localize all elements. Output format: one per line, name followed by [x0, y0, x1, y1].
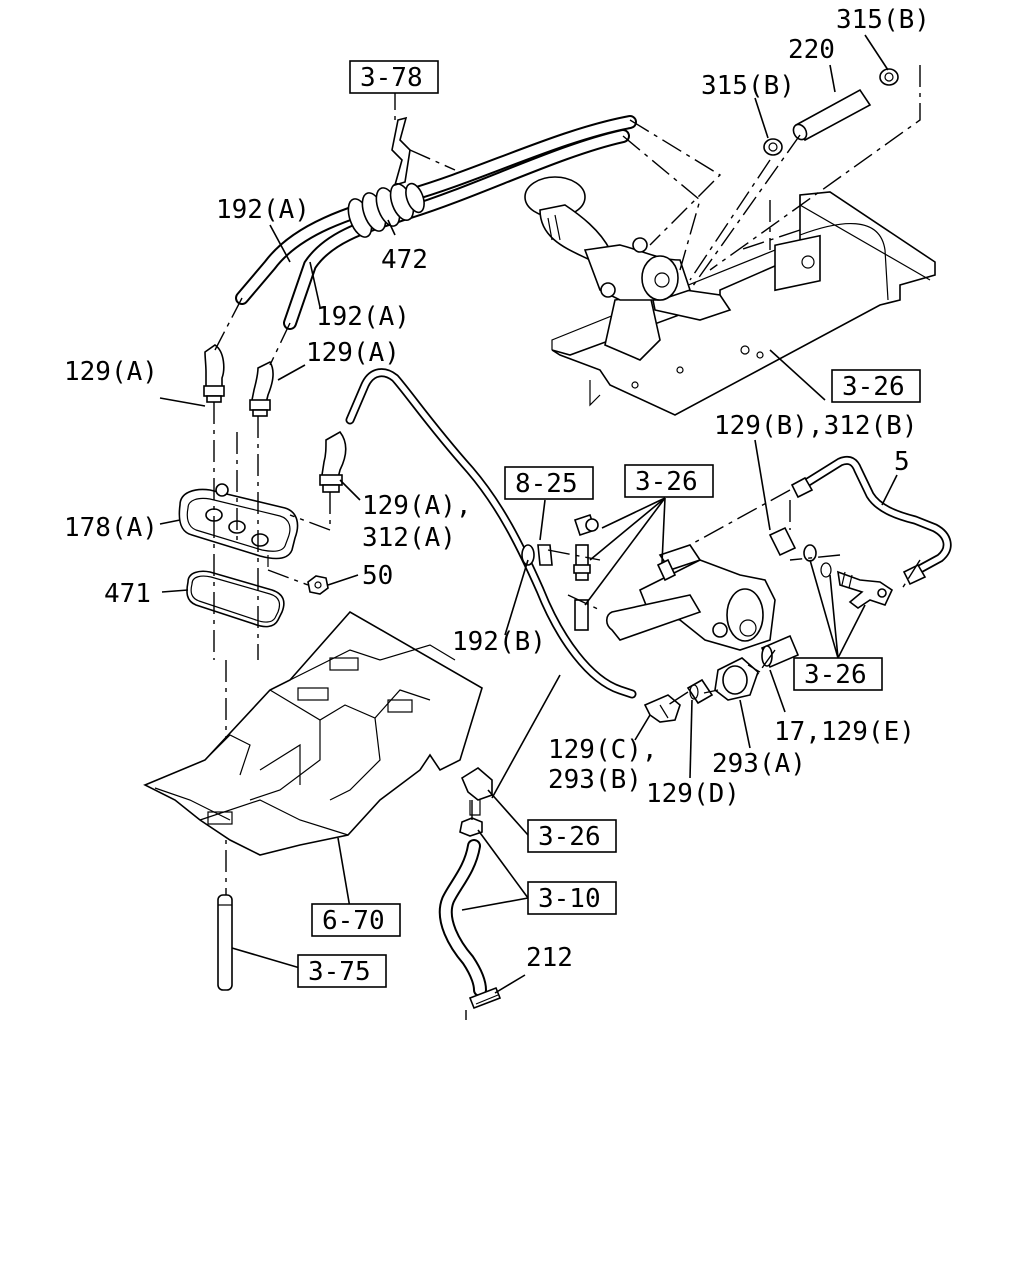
label-129a-312a-line2: 312(A): [362, 523, 456, 553]
label-212: 212: [526, 943, 573, 973]
elbow-129a-312a: [319, 430, 347, 493]
label-129c-293b-line1: 129(C),: [548, 735, 658, 765]
ref-box-3-78: 3-78: [349, 60, 439, 94]
label-17-129e: 17,129(E): [774, 717, 915, 747]
label-192b: 192(B): [452, 627, 546, 657]
fitting-129b-312b: [768, 526, 832, 578]
label-178a: 178(A): [64, 513, 158, 543]
svg-text:3-10: 3-10: [538, 884, 601, 914]
switch-293a: [714, 657, 761, 701]
svg-text:3-75: 3-75: [308, 957, 371, 987]
hose-clamp-315b-left: [763, 138, 783, 156]
ref-box-3-26-mid: 3-26: [624, 464, 714, 498]
svg-text:3-26: 3-26: [842, 372, 905, 402]
callout-labels: 315(B) 220 315(B) 192(A) 472 192(A) 129(…: [64, 5, 930, 973]
fitting-129d: [686, 678, 714, 705]
label-293a: 293(A): [712, 749, 806, 779]
svg-text:6-70: 6-70: [322, 906, 385, 936]
nut-50: [307, 575, 329, 595]
shift-bracket-plate: [551, 191, 936, 416]
ref-box-6-70: 6-70: [311, 903, 401, 937]
elbow-129a-right: [249, 360, 274, 417]
fittings-3-26-mid: [521, 513, 599, 631]
ref-box-3-10: 3-10: [527, 881, 617, 915]
hose-3-10: [438, 839, 487, 997]
shift-rod-3-75: [217, 894, 233, 991]
selector-housing: [605, 544, 776, 651]
label-129a-left: 129(A): [64, 357, 158, 387]
svg-text:3-26: 3-26: [635, 467, 698, 497]
fitting-17-129e: [760, 634, 800, 669]
label-192a-upper: 192(A): [216, 195, 310, 225]
label-129a-right: 129(A): [306, 338, 400, 368]
cut-line-symbol: [391, 116, 411, 187]
gasket-471: [186, 570, 285, 628]
pipe-192b: [345, 368, 637, 699]
elbow-3-26-low: [459, 767, 493, 837]
label-129c-293b-line2: 293(B): [548, 765, 642, 795]
shift-lever-assembly: [524, 176, 732, 361]
label-315b-left: 315(B): [701, 71, 795, 101]
assembly-lines-low: [465, 800, 473, 1020]
ref-box-3-75: 3-75: [297, 954, 387, 988]
ref-box-3-26-top: 3-26: [831, 369, 921, 403]
plate-178a: [178, 483, 299, 567]
label-50: 50: [362, 561, 393, 591]
assembly-lines-left: [213, 65, 921, 905]
leader-lines: [159, 34, 898, 994]
svg-text:3-26: 3-26: [804, 660, 867, 690]
hose-clamp-315b-top: [879, 68, 899, 86]
pipe-sleeve-220: [792, 88, 872, 142]
svg-text:8-25: 8-25: [515, 469, 578, 499]
label-471: 471: [104, 579, 151, 609]
label-192a-lower: 192(A): [316, 302, 410, 332]
elbow-129c-293b: [643, 694, 681, 723]
label-472: 472: [381, 245, 428, 275]
label-129d: 129(D): [646, 779, 740, 809]
label-220: 220: [788, 35, 835, 65]
clip-212: [468, 986, 502, 1010]
tee-connector: [837, 570, 894, 609]
pipe-5: [790, 455, 952, 586]
ref-box-3-26-right: 3-26: [793, 657, 883, 691]
label-315b-top: 315(B): [836, 5, 930, 35]
svg-text:3-78: 3-78: [360, 63, 423, 93]
label-129a-312a-line1: 129(A),: [362, 491, 472, 521]
grommet-boot-472: [347, 182, 425, 238]
floor-panel: [143, 610, 483, 856]
ref-box-3-26-low: 3-26: [527, 819, 617, 853]
label-129b-312b: 129(B),312(B): [714, 411, 918, 441]
ref-box-8-25: 8-25: [504, 466, 594, 500]
elbow-129a-left: [203, 344, 225, 403]
svg-text:3-26: 3-26: [538, 822, 601, 852]
label-5: 5: [894, 447, 910, 477]
